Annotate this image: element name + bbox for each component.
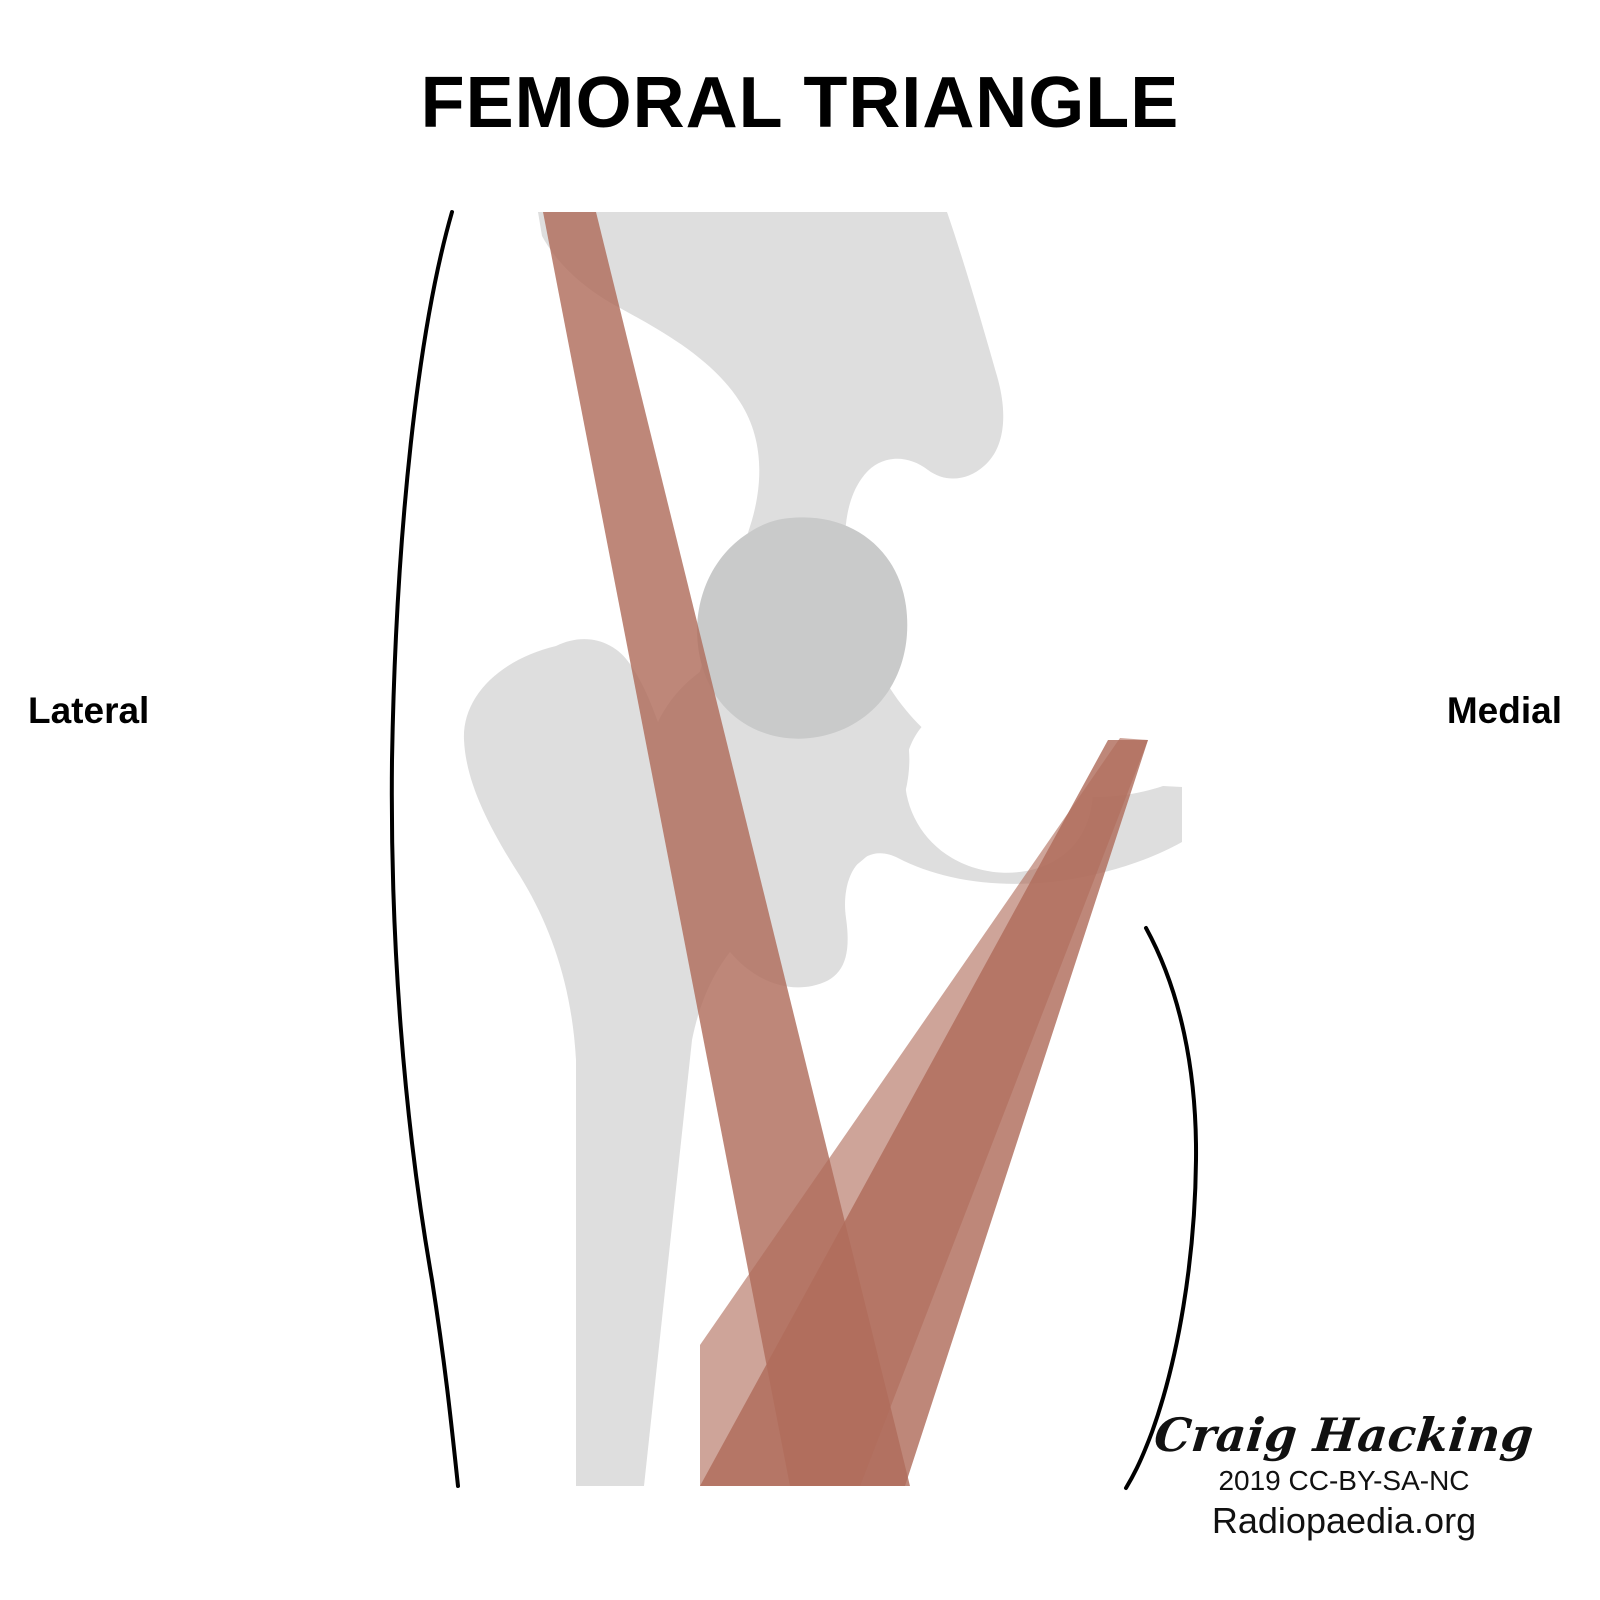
credit-author: Craig Hacking (1151, 1407, 1537, 1462)
obturator-foramen (904, 694, 1093, 873)
lateral-skin-contour (389, 210, 460, 1488)
femoral-head (697, 517, 908, 739)
skin-contour-group (389, 210, 1199, 1490)
femur-bone (463, 639, 910, 1486)
sartorius-muscle (543, 212, 910, 1486)
credit-site: Radiopaedia.org (1211, 1499, 1477, 1541)
orientation-label-medial: Medial (1446, 690, 1562, 731)
medial-skin-contour (1124, 926, 1199, 1490)
crossing-muscle-band (700, 738, 1148, 1486)
page-title: FEMORAL TRIANGLE (420, 63, 1180, 143)
credit-license: 2019 CC-BY-SA-NC (1218, 1464, 1470, 1496)
orientation-label-lateral: Lateral (28, 690, 150, 731)
credit-block: Craig Hacking 2019 CC-BY-SA-NC Radiopaed… (1134, 1407, 1554, 1542)
muscle-group (543, 212, 1148, 1486)
